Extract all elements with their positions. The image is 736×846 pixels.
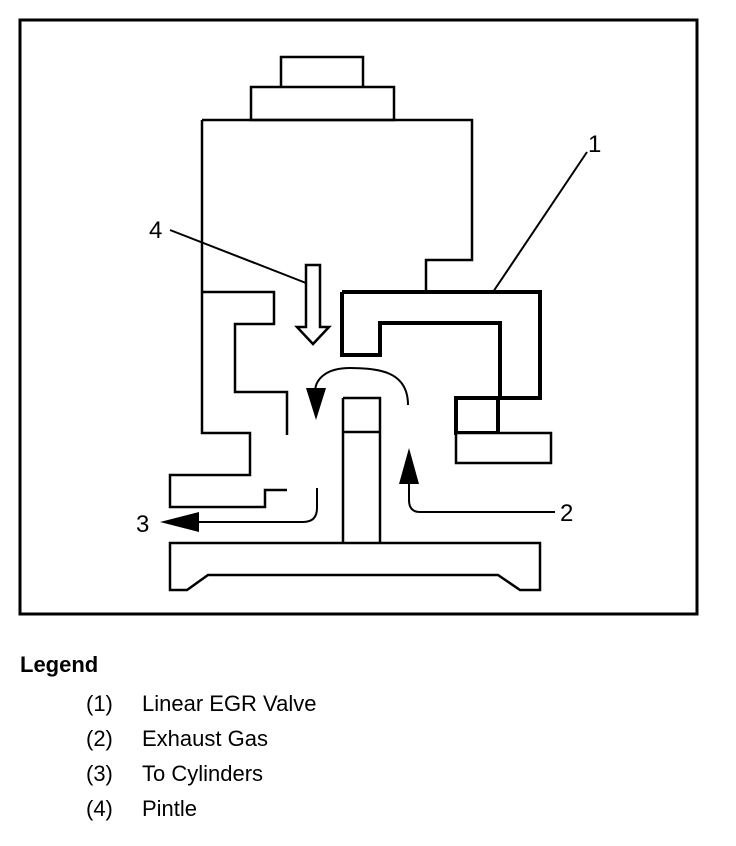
callout-3-label: 3	[136, 511, 149, 538]
legend-item: (4) Pintle	[86, 791, 316, 826]
to-cylinders-flow-line	[195, 488, 318, 523]
legend-item-number: (2)	[86, 726, 113, 751]
legend-item-number: (1)	[86, 691, 113, 716]
legend-item-label: Pintle	[142, 796, 198, 821]
diagram-frame	[18, 18, 699, 616]
base-left-wall	[168, 290, 289, 509]
gas-flow-curve	[314, 366, 409, 406]
callout-4-label: 4	[149, 217, 162, 244]
valve-shoulder	[249, 85, 396, 122]
legend-item: (2) Exhaust Gas	[86, 721, 316, 756]
valve-seat-post	[341, 396, 382, 543]
legend-item-number: (3)	[86, 761, 113, 786]
right-flange	[454, 431, 553, 465]
callout-1-label: 1	[588, 131, 601, 158]
legend-item-label: Exhaust Gas	[142, 726, 268, 751]
valve-solenoid-body	[200, 118, 474, 292]
legend-item-label: To Cylinders	[142, 761, 264, 786]
linear-egr-valve-housing	[340, 290, 542, 435]
valve-cap	[279, 55, 365, 90]
bottom-flange	[168, 541, 542, 592]
legend: Legend (1) Linear EGR Valve (2) Exhaust Ga…	[20, 652, 316, 826]
callout-4-leader	[169, 229, 307, 284]
callout-1-leader	[492, 151, 588, 293]
legend-item: (1) Linear EGR Valve	[86, 686, 316, 721]
callout-2-label: 2	[560, 500, 573, 527]
gas-flow-arrowhead	[306, 388, 326, 420]
pintle-arrow	[294, 263, 332, 346]
legend-item-number: (4)	[86, 796, 113, 821]
legend-item: (3) To Cylinders	[86, 756, 316, 791]
to-cylinders-arrowhead	[160, 512, 199, 532]
exhaust-gas-arrowhead	[399, 448, 419, 484]
exhaust-gas-flow-line	[408, 480, 555, 513]
egr-valve-diagram: 1 2 3 4	[18, 18, 699, 616]
legend-item-label: Linear EGR Valve	[142, 691, 317, 716]
legend-title: Legend	[20, 652, 99, 677]
